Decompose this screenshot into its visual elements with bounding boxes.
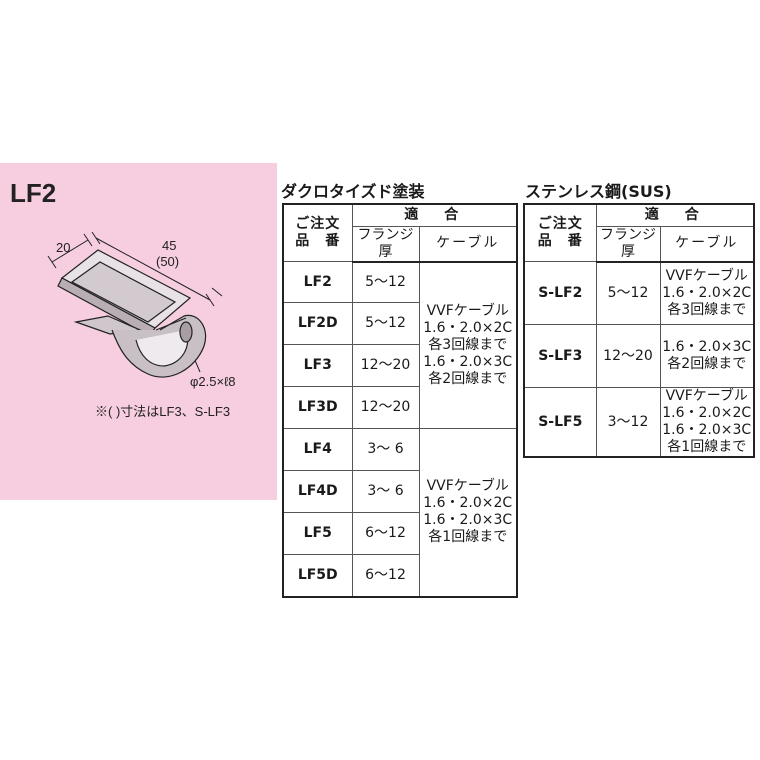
- order-header: ご注文 品 番: [282, 203, 353, 262]
- table-row-code: LF5: [282, 512, 353, 555]
- table-row-range: 6〜12: [351, 512, 420, 555]
- dacro-table: ご注文 品 番 適 合 フランジ厚 ケーブル LF2 5〜12 VVFケーブル …: [282, 203, 518, 598]
- table-row-code: LF3D: [282, 386, 353, 429]
- fit-header: 適 合: [595, 203, 755, 227]
- table-row-code: S-LF2: [523, 261, 597, 325]
- cable-header: ケーブル: [659, 225, 755, 263]
- table-row-range: 3〜 6: [351, 428, 420, 471]
- table-row-code: S-LF3: [523, 324, 597, 388]
- table-row-code: LF4D: [282, 470, 353, 513]
- table-row-code: LF3: [282, 344, 353, 387]
- dim-length-alt-label: (50): [156, 254, 179, 269]
- model-name: LF2: [10, 178, 57, 208]
- dim-length-label: 45: [162, 238, 176, 253]
- dacro-heading: ダクロタイズド塗装: [281, 182, 425, 201]
- rivet-label: φ2.5×ℓ8: [190, 374, 236, 389]
- table-row-range: 3〜 6: [351, 470, 420, 513]
- cable-header: ケーブル: [418, 225, 518, 263]
- dimension-note: ※( )寸法はLF3、S-LF3: [95, 404, 231, 419]
- table-row-cable: VVFケーブル 1.6・2.0×2C 各3回線まで: [659, 261, 755, 325]
- table-row-code: S-LF5: [523, 387, 597, 458]
- table-row-code: LF4: [282, 428, 353, 471]
- flange-header: フランジ厚: [595, 225, 661, 263]
- table-row-cable: VVFケーブル 1.6・2.0×2C 1.6・2.0×3C 各1回線まで: [659, 387, 755, 458]
- table-row-code: LF5D: [282, 554, 353, 597]
- table-row-range: 12〜20: [351, 386, 420, 429]
- table-row-range: 12〜20: [351, 344, 420, 387]
- dim-width-label: 20: [56, 240, 70, 255]
- clip-drawing: 20 45 (50) φ2.5×ℓ8: [47, 231, 236, 389]
- table-row-range: 6〜12: [351, 554, 420, 597]
- table-row-code: LF2: [282, 261, 353, 303]
- flange-header: フランジ厚: [351, 225, 420, 263]
- table-row-range: 5〜12: [351, 261, 420, 303]
- table-row-range: 3〜12: [595, 387, 661, 458]
- table-row-range: 12〜20: [595, 324, 661, 388]
- sus-table: ご注文 品 番 適 合 フランジ厚 ケーブル S-LF2 5〜12 VVFケーブ…: [523, 203, 755, 458]
- table-row-range: 5〜12: [351, 302, 420, 345]
- table-row-range: 5〜12: [595, 261, 661, 325]
- cable-group-1: VVFケーブル 1.6・2.0×2C 各3回線まで 1.6・2.0×3C 各2回…: [418, 261, 518, 429]
- cable-group-2: VVFケーブル 1.6・2.0×2C 1.6・2.0×3C 各1回線まで: [418, 428, 518, 597]
- fit-header: 適 合: [351, 203, 518, 227]
- table-row-cable: 1.6・2.0×3C 各2回線まで: [659, 324, 755, 388]
- table-row-code: LF2D: [282, 302, 353, 345]
- sus-heading: ステンレス鋼(SUS): [525, 182, 672, 201]
- order-header: ご注文 品 番: [523, 203, 597, 262]
